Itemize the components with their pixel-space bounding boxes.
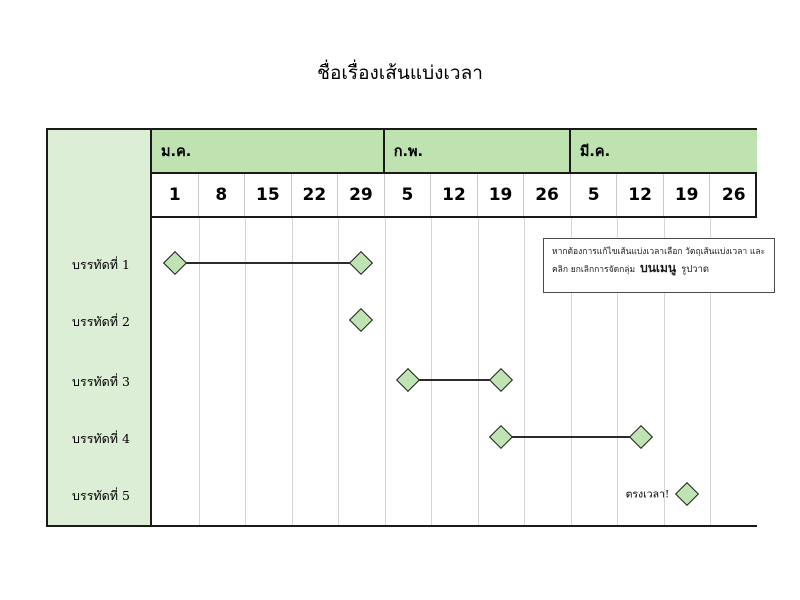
gridline	[338, 218, 339, 525]
milestone-marker[interactable]	[349, 250, 374, 276]
note-line-2-emphasis: บนเมนู	[640, 261, 677, 276]
row-label-2: บรรทัดที่ 2	[72, 314, 130, 329]
milestone-marker[interactable]	[349, 307, 374, 333]
note-line-2-part-a: คลิก ยกเลิกการจัดกลุ่ม	[552, 265, 636, 276]
month-header-row: ม.ค. ก.พ. มี.ค.	[152, 130, 757, 174]
gridline	[524, 218, 525, 525]
milestone-connector	[407, 379, 502, 381]
gridline	[664, 218, 665, 525]
date-header-cell: 22	[292, 174, 339, 216]
date-header-cell: 1	[152, 174, 199, 216]
milestone-annotation: ตรงเวลา!	[625, 488, 670, 501]
date-header-cell: 5	[571, 174, 618, 216]
milestone-connector	[501, 436, 641, 438]
row-label-5: บรรทัดที่ 5	[72, 488, 130, 503]
date-header-cell: 26	[721, 185, 746, 205]
month-header-cell: ก.พ.	[384, 130, 571, 174]
date-header-cell: 12	[431, 174, 478, 216]
month-label: ก.พ.	[393, 143, 424, 160]
date-header-cell: 29	[338, 174, 385, 216]
gridline	[710, 218, 711, 525]
milestone-connector	[175, 262, 362, 264]
gridline	[245, 218, 246, 525]
month-header-cell: ม.ค.	[152, 130, 385, 174]
date-header-cell: 8	[199, 174, 246, 216]
milestone-marker[interactable]	[675, 481, 700, 507]
note-callout[interactable]: หากต้องการแก้ไขเส้นแบ่งเวลาเลือก วัตถุเส…	[543, 238, 775, 293]
gridline	[617, 218, 618, 525]
gridline	[199, 218, 200, 525]
milestone-marker[interactable]	[628, 424, 653, 450]
gridline	[385, 218, 386, 525]
row-label-panel: บรรทัดที่ 1 บรรทัดที่ 2 บรรทัดที่ 3 บรรทัดท…	[46, 128, 152, 527]
date-header-cell: 15	[245, 174, 292, 216]
date-header-cell: 26	[524, 174, 571, 216]
note-line-1: หากต้องการแก้ไขเส้นแบ่งเวลาเลือก วัตถุเส…	[552, 247, 766, 257]
gridline	[478, 218, 479, 525]
note-line-2: คลิก ยกเลิกการจัดกลุ่ม บนเมนู รูปวาด	[552, 259, 766, 278]
milestone-marker[interactable]	[489, 367, 514, 393]
milestone-marker[interactable]	[395, 367, 420, 393]
date-header-cell: 12	[617, 174, 664, 216]
row-label-3: บรรทัดที่ 3	[72, 374, 130, 389]
row-label-4: บรรทัดที่ 4	[72, 431, 130, 446]
month-label: มี.ค.	[579, 143, 611, 160]
date-header-cell: 5	[385, 174, 432, 216]
milestone-marker[interactable]	[163, 250, 188, 276]
milestone-marker[interactable]	[489, 424, 514, 450]
page-title: ชื่อเรื่องเส้นแบ่งเวลา	[317, 62, 483, 84]
row-label-1: บรรทัดที่ 1	[72, 257, 130, 272]
date-header-cell: 19	[664, 174, 711, 216]
gridline	[571, 218, 572, 525]
gridline	[292, 218, 293, 525]
note-line-2-part-c: รูปวาด	[681, 264, 710, 276]
date-header-cell: 19	[478, 174, 525, 216]
month-label: ม.ค.	[161, 143, 192, 160]
gridline	[431, 218, 432, 525]
month-header-cell: มี.ค.	[570, 130, 757, 174]
